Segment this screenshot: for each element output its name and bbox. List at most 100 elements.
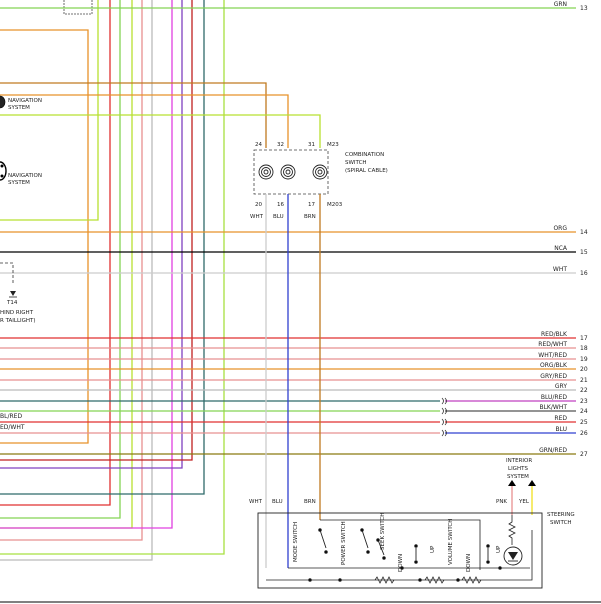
circuit-color-14: ORG [553, 225, 567, 232]
circuit-numbers: 13 14 15 16 17 18 19 20 21 22 23 24 25 2… [580, 5, 588, 458]
combo-pin-bottom-16: 16 [277, 202, 284, 208]
circuit-number-21: 21 [580, 377, 588, 384]
circuit-color-23: BLU/RED [541, 394, 568, 401]
circuit-number-18: 18 [580, 345, 588, 352]
steering-switch-line1: STEERING [547, 512, 575, 518]
combo-wire-brn: BRN [304, 214, 316, 220]
wire-gray-vertical [0, 0, 153, 561]
circuit-number-16: 16 [580, 270, 588, 277]
wire-green-vertical [0, 0, 121, 519]
combo-pin-top-31: 31 [308, 142, 315, 148]
circuit-color-21: GRY/RED [540, 373, 567, 380]
circuit-number-25: 25 [580, 419, 588, 426]
combo-switch-line2: SWITCH [345, 160, 367, 166]
circuit-number-14: 14 [580, 229, 588, 236]
circuit-number-24: 24 [580, 408, 588, 415]
seek-down-label: DOWN [398, 554, 404, 572]
combination-switch: 24 32 31 M23 20 16 17 M203 COMBINATION S… [253, 142, 388, 208]
circuit-color-24: BLK/WHT [539, 404, 567, 411]
steering-switch-line2: SWITCH [550, 520, 572, 526]
circuit-color-25: RED [554, 415, 567, 422]
spiral-coil-1 [258, 164, 274, 180]
steering-wire-wht: WHT [249, 499, 263, 505]
seek-up-label: UP [430, 545, 436, 553]
resistor-2 [424, 576, 445, 584]
circuit-number-17: 17 [580, 335, 588, 342]
mode-switch-label: MODE SWITCH [293, 522, 299, 562]
interior-lights-line2: LIGHTS [508, 466, 528, 472]
nav-system-2-line2: SYSTEM [8, 180, 30, 186]
circuit-color-26: BLU [555, 426, 567, 433]
nav-system-1-line2: SYSTEM [8, 105, 30, 111]
combo-pin-top-24: 24 [255, 142, 262, 148]
circuit-number-19: 19 [580, 356, 588, 363]
combo-pin-top-m23: M23 [327, 142, 339, 148]
interior-wire-yel: YEL [518, 499, 530, 505]
wire-yellow-green-feed [0, 114, 321, 148]
combo-wire-blu: BLU [273, 214, 284, 220]
interior-wire-pnk: PNK [496, 499, 507, 505]
volume-up-label: UP [496, 545, 502, 553]
circuit-number-27: 27 [580, 451, 588, 458]
combo-to-steering-wires [265, 194, 321, 568]
circuit-color-18: RED/WHT [538, 341, 567, 348]
t14-line1: HIND RIGHT [0, 310, 34, 316]
wire-dark-red-vertical [0, 0, 193, 461]
combo-pin-bottom-20: 20 [255, 202, 262, 208]
circuit-color-labels: GRN ORG NCA WHT RED/BLK RED/WHT WHT/RED … [538, 1, 568, 454]
steering-wire-blu: BLU [272, 499, 283, 505]
circuit-color-13: GRN [554, 1, 567, 8]
t14-id: T14 [6, 300, 18, 306]
interior-lights-line1: INTERIOR [506, 458, 532, 464]
circuit-color-22: GRY [555, 383, 567, 390]
nav-connector-2: NAVIGATION SYSTEM [0, 161, 42, 186]
wire-magenta-vertical [0, 0, 173, 529]
left-cut-label-1: BL/RED [0, 413, 22, 420]
t14-ground: T14 HIND RIGHT R TAILLIGHT) [0, 262, 36, 324]
circuit-number-15: 15 [580, 249, 588, 256]
circuit-color-19: WHT/RED [538, 352, 567, 359]
led-indicator-icon [503, 546, 523, 566]
resistor-3 [461, 576, 482, 584]
volume-down-label: DOWN [466, 554, 472, 572]
inline-connectors [441, 397, 447, 437]
combo-pin-bottom-17: 17 [308, 202, 315, 208]
wire-pink-vertical [0, 0, 143, 541]
combo-feed-wires [0, 82, 321, 148]
wire-red-vertical [0, 0, 111, 506]
steering-wire-brn: BRN [304, 499, 316, 505]
combo-pin-top-32: 32 [277, 142, 284, 148]
wire-orange-feed [0, 94, 289, 148]
interior-lights-system: INTERIOR LIGHTS SYSTEM PNK YEL [496, 458, 536, 515]
volume-switch-label: VOLUME SWITCH [448, 519, 454, 565]
wire-yellow-green-vertical [0, 0, 133, 529]
wire-purple-vertical [0, 0, 183, 469]
resistor-4 [508, 515, 516, 545]
circuit-number-22: 22 [580, 387, 588, 394]
wire-yellow-green-loop [0, 0, 99, 221]
steering-switch: STEERING SWITCH MODE SWITCH POWER [257, 512, 575, 589]
t14-line2: R TAILLIGHT) [0, 318, 36, 324]
wire-orange-loop [0, 29, 89, 444]
circuit-color-16: WHT [553, 266, 567, 273]
circuit-color-17: RED/BLK [541, 331, 568, 338]
circuit-color-20: ORG/BLK [540, 362, 568, 369]
circuit-color-15: NCA [554, 245, 568, 252]
power-switch-label: POWER SWITCH [341, 521, 347, 565]
seek-switch-label: SEEK SWITCH [380, 513, 386, 550]
resistor-1 [374, 576, 395, 584]
vertical-wire-bundle [0, 0, 225, 561]
nav-system-2-line1: NAVIGATION [8, 173, 42, 179]
circuit-number-13: 13 [580, 5, 588, 12]
spiral-coil-2 [280, 164, 296, 180]
combo-pin-bottom-m203: M203 [327, 202, 343, 208]
interior-lights-line3: SYSTEM [507, 474, 529, 480]
combo-switch-line1: COMBINATION [345, 152, 384, 158]
wire-lime-vertical [0, 0, 225, 555]
combo-wire-wht: WHT [250, 214, 264, 220]
wire-brown-feed [0, 82, 267, 148]
wire-teal-vertical [0, 0, 205, 495]
circuit-number-20: 20 [580, 366, 588, 373]
